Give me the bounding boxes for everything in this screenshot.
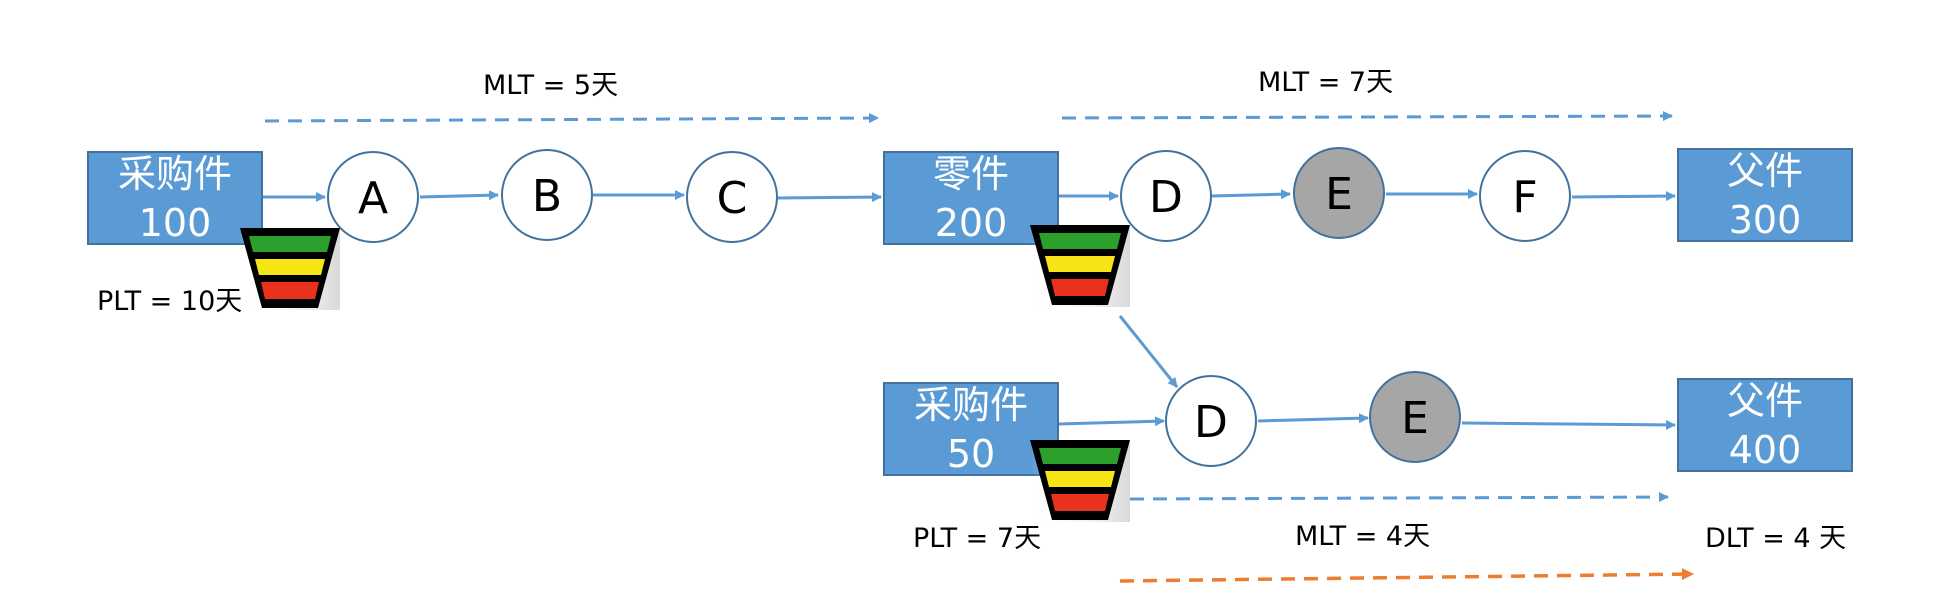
node-e-top: E bbox=[1293, 147, 1385, 239]
buffer-icon bbox=[240, 228, 340, 310]
mlt-label-bottom: MLT = 4天 bbox=[1295, 521, 1430, 552]
box-parent-bottom-title: 父件 bbox=[1727, 379, 1803, 423]
box-parent-top: 父件 300 bbox=[1677, 148, 1853, 242]
box-purchase-top: 采购件 100 bbox=[87, 151, 263, 245]
box-purchase-top-title: 采购件 bbox=[118, 152, 232, 196]
buffer-icon bbox=[1030, 225, 1130, 307]
dlt-arrow bbox=[1119, 568, 1694, 583]
arrow-d-to-e-bottom bbox=[1257, 413, 1369, 424]
mlt-label-top-right: MLT = 7天 bbox=[1258, 67, 1393, 98]
node-d-top: D bbox=[1120, 150, 1212, 242]
buffer-icon bbox=[1030, 440, 1130, 522]
plt-label-top: PLT = 10天 bbox=[97, 286, 242, 317]
node-c-label: C bbox=[717, 173, 748, 224]
mlt-arrow-top-right bbox=[1061, 111, 1673, 122]
box-parent-bottom: 父件 400 bbox=[1677, 378, 1853, 472]
dlt-label: DLT = 4 天 bbox=[1705, 523, 1846, 554]
node-e-top-label: E bbox=[1325, 169, 1353, 220]
box-part-qty: 200 bbox=[935, 201, 1008, 245]
node-e-bottom: E bbox=[1369, 371, 1461, 463]
arrow-f-to-parent bbox=[1571, 191, 1676, 202]
node-a-label: A bbox=[358, 173, 388, 224]
node-e-bottom-label: E bbox=[1401, 393, 1429, 444]
arrow-a-to-b bbox=[419, 190, 499, 201]
node-c: C bbox=[686, 151, 778, 243]
arrow-c-to-part bbox=[777, 192, 882, 203]
box-purchase-bottom-title: 采购件 bbox=[914, 383, 1028, 427]
box-purchase-bottom: 采购件 50 bbox=[883, 382, 1059, 476]
box-purchase-top-qty: 100 bbox=[139, 201, 212, 245]
node-a: A bbox=[327, 151, 419, 243]
node-d-bottom-label: D bbox=[1194, 397, 1228, 448]
arrow-purchase-bottom-to-d bbox=[1057, 416, 1165, 427]
arrow-part-to-d-bottom bbox=[1118, 315, 1179, 388]
plt-label-bottom: PLT = 7天 bbox=[913, 523, 1041, 554]
box-parent-top-title: 父件 bbox=[1727, 149, 1803, 193]
box-parent-top-qty: 300 bbox=[1729, 198, 1802, 242]
box-purchase-bottom-qty: 50 bbox=[947, 432, 995, 476]
arrow-e-to-parent-bottom bbox=[1461, 419, 1676, 430]
node-f-label: F bbox=[1512, 172, 1537, 223]
node-b: B bbox=[501, 149, 593, 241]
box-part-title: 零件 bbox=[933, 152, 1009, 196]
node-d-top-label: D bbox=[1149, 172, 1183, 223]
arrow-d-to-e bbox=[1211, 189, 1291, 200]
node-b-label: B bbox=[532, 171, 562, 222]
box-parent-bottom-qty: 400 bbox=[1729, 428, 1802, 472]
mlt-arrow-bottom bbox=[1129, 492, 1669, 503]
mlt-arrow-top-left bbox=[264, 113, 879, 124]
node-d-bottom: D bbox=[1165, 375, 1257, 467]
box-part: 零件 200 bbox=[883, 151, 1059, 245]
node-f: F bbox=[1479, 150, 1571, 242]
mlt-label-top-left: MLT = 5天 bbox=[483, 70, 618, 101]
